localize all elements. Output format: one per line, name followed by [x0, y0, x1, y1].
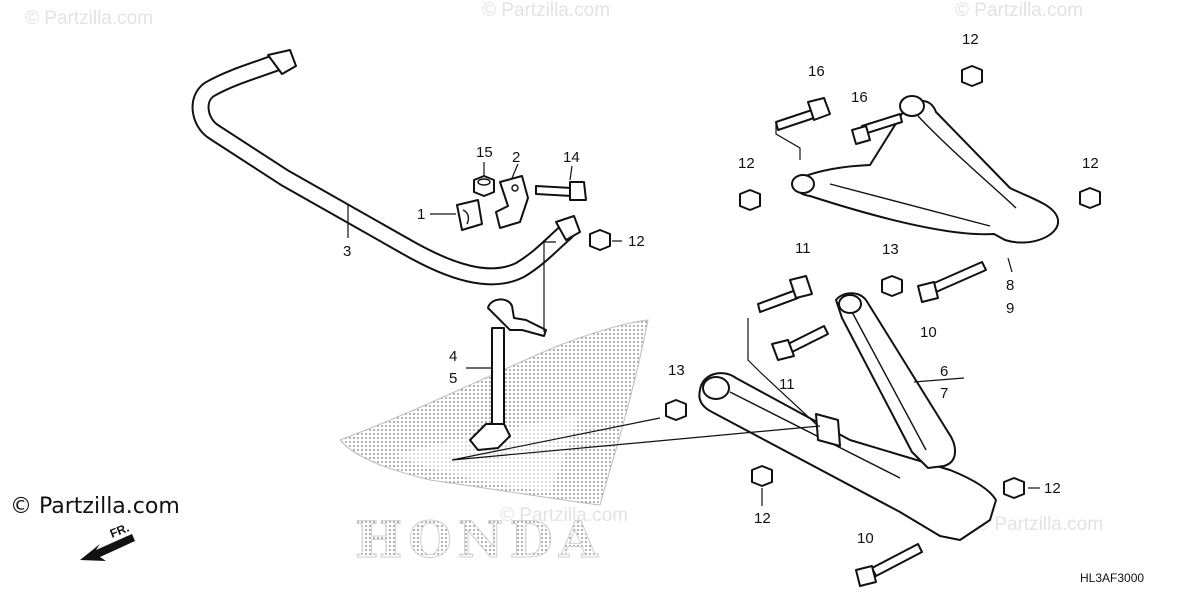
flange-bolt-16-a[interactable] [775, 97, 831, 131]
flange-nut-12-lower-left[interactable] [751, 465, 773, 487]
callout-9: 9 [1006, 300, 1014, 317]
leader-lines [347, 122, 1040, 506]
callout-12-upper-right: 12 [1082, 155, 1099, 172]
callout-11-a: 11 [795, 240, 811, 257]
callout-14: 14 [563, 149, 580, 166]
upper-arm[interactable] [791, 95, 1060, 244]
front-direction-label: FR. [108, 521, 131, 541]
callout-13-b: 13 [668, 362, 685, 379]
flange-nut-12-upper-left[interactable] [739, 189, 761, 211]
callout-12-upper-left: 12 [738, 155, 755, 172]
callout-12-top: 12 [962, 31, 979, 48]
callout-12-bar: 12 [628, 233, 645, 250]
callout-10-b: 10 [857, 530, 874, 547]
flange-bolt-16-b[interactable] [851, 113, 903, 145]
bushing-holder[interactable] [495, 175, 529, 229]
callout-labels: 3 1 2 15 14 12 4 5 16 16 12 12 12 8 9 11… [343, 31, 1099, 547]
flange-bolt-10-a[interactable] [917, 261, 987, 303]
watermark-bottom-center: © Partzilla.com [500, 505, 628, 526]
callout-1: 1 [417, 206, 425, 223]
callout-16-b: 16 [851, 89, 868, 106]
stabilizer-bushing[interactable] [456, 199, 483, 231]
callout-6: 6 [940, 363, 948, 380]
front-direction-arrow: FR. [80, 521, 135, 561]
watermark-top-right: © Partzilla.com [955, 0, 1083, 21]
flange-bolt-11-b[interactable] [771, 325, 829, 361]
watermark-top-center: © Partzilla.com [482, 0, 610, 21]
callout-3: 3 [343, 243, 351, 260]
diagram-code: HL3AF3000 [1080, 571, 1144, 585]
flange-bolt-10-b[interactable] [855, 543, 923, 587]
stabilizer-bar[interactable] [191, 49, 581, 286]
flange-nut-15[interactable] [473, 175, 495, 197]
callout-16-a: 16 [808, 63, 825, 80]
callout-5: 5 [449, 370, 457, 387]
watermark-top-left: © Partzilla.com [25, 8, 153, 29]
lower-arm[interactable] [698, 292, 997, 541]
callout-13-a: 13 [882, 241, 899, 258]
flange-nut-13-b[interactable] [665, 399, 687, 421]
stabilizer-link[interactable] [469, 298, 547, 451]
honda-logo-text: HONDA [355, 510, 604, 569]
callout-7: 7 [940, 385, 948, 402]
flange-nut-12-lower-right[interactable] [1003, 477, 1025, 499]
callout-10-a: 10 [920, 324, 937, 341]
flange-bolt-14[interactable] [535, 181, 587, 201]
callout-15: 15 [476, 144, 493, 161]
callout-4: 4 [449, 348, 457, 365]
callout-11-b: 11 [779, 376, 795, 393]
callout-8: 8 [1006, 277, 1014, 294]
callout-2: 2 [512, 149, 520, 166]
flange-bolt-11-a[interactable] [757, 275, 813, 313]
flange-nut-12-upper-right[interactable] [1079, 187, 1101, 209]
brand-mark: © Partzilla.com [10, 494, 180, 519]
watermark-bottom-right: © Partzilla.com [975, 514, 1103, 535]
callout-12-lower-right: 12 [1044, 480, 1061, 497]
flange-nut-13-a[interactable] [881, 275, 903, 297]
callout-12-lower-left: 12 [754, 510, 771, 527]
flange-nut-12-bar[interactable] [589, 229, 611, 251]
flange-nut-12-upper-top[interactable] [961, 65, 983, 87]
